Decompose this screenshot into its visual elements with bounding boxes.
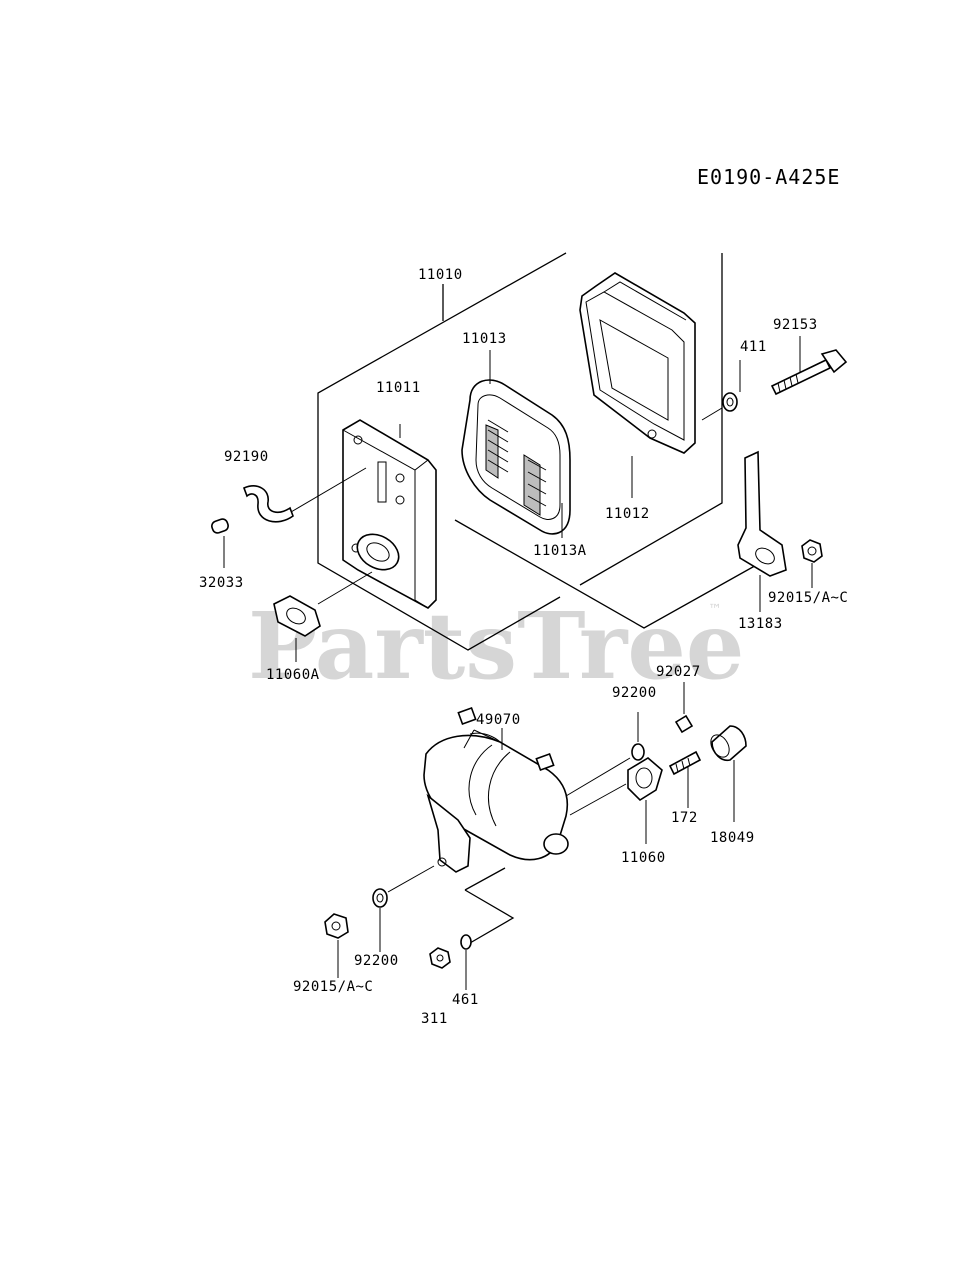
assembly-outline-lower	[464, 867, 515, 944]
label-92200-upper[interactable]: 92200	[612, 685, 657, 701]
label-11012[interactable]: 11012	[605, 506, 650, 522]
label-32033[interactable]: 32033	[199, 575, 244, 591]
nut-92015-upper	[801, 539, 823, 588]
bolt-92153	[770, 336, 848, 396]
nut-92015-lower	[324, 913, 349, 978]
label-18049[interactable]: 18049	[710, 830, 755, 846]
label-11013[interactable]: 11013	[462, 331, 507, 347]
label-11060A[interactable]: 11060A	[266, 667, 320, 683]
label-92200-lower[interactable]: 92200	[354, 953, 399, 969]
clamp-32033	[211, 518, 229, 568]
nut-311	[429, 947, 451, 969]
label-172[interactable]: 172	[671, 810, 698, 826]
part-labels: 11010 11013 411 92153 11011 92190 11012 …	[199, 267, 848, 1027]
label-11010[interactable]: 11010	[418, 267, 463, 283]
lock-washer-461	[460, 934, 472, 990]
label-92015-lower[interactable]: 92015/A~C	[293, 979, 373, 995]
label-92190[interactable]: 92190	[224, 449, 269, 465]
label-49070[interactable]: 49070	[476, 712, 521, 728]
label-11060[interactable]: 11060	[621, 850, 666, 866]
filter-element-11013	[461, 350, 571, 538]
label-11011[interactable]: 11011	[376, 380, 421, 396]
gasket-11060A	[273, 571, 373, 662]
base-plate-11011	[342, 419, 437, 609]
bracket-13183	[737, 450, 787, 612]
label-92027[interactable]: 92027	[656, 664, 701, 680]
label-461[interactable]: 461	[452, 992, 479, 1008]
spark-arrester-18049	[710, 725, 747, 822]
diagram-code: E0190-A425E	[697, 165, 840, 189]
muffler-49070	[423, 706, 569, 873]
watermark-text: PartsTree	[248, 592, 744, 700]
label-92015-upper[interactable]: 92015/A~C	[768, 590, 848, 606]
gasket-11060	[569, 757, 663, 844]
breather-hose-92190	[242, 467, 367, 523]
assembly-outline-11010	[317, 252, 761, 651]
washer-92200-lower	[372, 865, 435, 952]
label-11013A[interactable]: 11013A	[533, 543, 587, 559]
screw-172	[668, 750, 702, 808]
label-311[interactable]: 311	[421, 1011, 448, 1027]
watermark-trademark: ™	[708, 602, 722, 618]
label-92153[interactable]: 92153	[773, 317, 818, 333]
washer-92200-upper	[565, 712, 645, 797]
cap-92027	[674, 682, 694, 734]
label-411[interactable]: 411	[740, 339, 767, 355]
cover-11012	[579, 272, 696, 498]
label-13183[interactable]: 13183	[738, 616, 783, 632]
washer-411	[701, 360, 741, 421]
